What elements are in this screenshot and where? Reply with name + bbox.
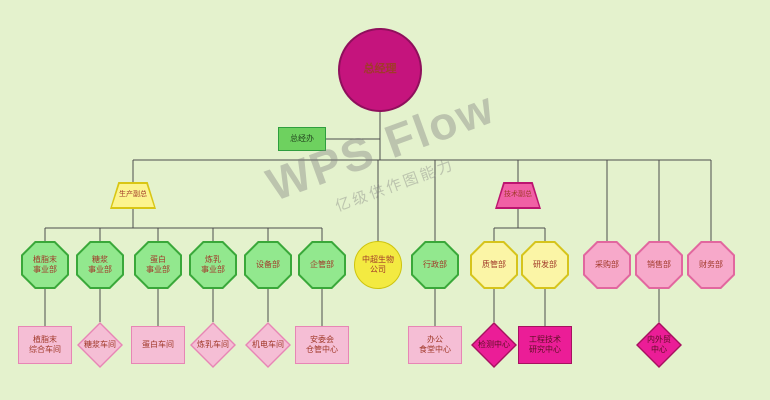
- node-label: 工程技术 研究中心: [529, 335, 561, 354]
- node-creamer-workshop[interactable]: 植脂末 综合车间: [18, 326, 72, 364]
- node-rnd-dept[interactable]: 研发部: [521, 241, 569, 289]
- node-protein-division[interactable]: 蛋白 事业部: [134, 241, 182, 289]
- node-label: 销售部: [647, 260, 671, 270]
- node-sales-dept[interactable]: 销售部: [635, 241, 683, 289]
- node-creamer-division[interactable]: 植脂末 事业部: [21, 241, 69, 289]
- node-label: 内外贸 中心: [647, 335, 671, 354]
- octagon-inner: 研发部: [523, 243, 567, 287]
- octagon-inner: 蛋白 事业部: [136, 243, 180, 287]
- node-label: 研发部: [533, 260, 557, 270]
- node-management-dept[interactable]: 企管部: [298, 241, 346, 289]
- node-label: 总经理: [363, 63, 397, 76]
- node-label: 生产副总: [119, 191, 147, 199]
- octagon-inner: 糖浆 事业部: [78, 243, 122, 287]
- node-label: 采购部: [595, 260, 619, 270]
- node-label: 设备部: [256, 260, 280, 270]
- node-syrup-division[interactable]: 糖浆 事业部: [76, 241, 124, 289]
- fan-inner: 生产副总: [112, 184, 154, 207]
- node-zhongchao-bio-company[interactable]: 中超生物 公司: [354, 241, 402, 289]
- node-label: 蛋白 事业部: [146, 255, 170, 274]
- node-protein-workshop[interactable]: 蛋白车间: [131, 326, 185, 364]
- node-label: 植脂末 事业部: [33, 255, 57, 274]
- node-tech-vp[interactable]: 技术副总: [495, 182, 541, 209]
- node-general-manager[interactable]: 总经理: [338, 28, 422, 112]
- octagon-inner: 行政部: [413, 243, 457, 287]
- node-label: 蛋白车间: [142, 340, 174, 350]
- node-production-vp[interactable]: 生产副总: [110, 182, 156, 209]
- node-label: 炼乳 事业部: [201, 255, 225, 274]
- octagon-inner: 采购部: [585, 243, 629, 287]
- node-label: 安委会 仓管中心: [306, 335, 338, 354]
- node-label: 检测中心: [478, 340, 510, 350]
- octagon-inner: 炼乳 事业部: [191, 243, 235, 287]
- fan-inner: 技术副总: [497, 184, 539, 207]
- node-office-canteen-center[interactable]: 办公 食堂中心: [408, 326, 462, 364]
- node-label: 企管部: [310, 260, 334, 270]
- node-ceo-office[interactable]: 总经办: [278, 127, 326, 151]
- node-label: 植脂末 综合车间: [29, 335, 61, 354]
- octagon-inner: 质管部: [472, 243, 516, 287]
- node-purchasing-dept[interactable]: 采购部: [583, 241, 631, 289]
- node-label: 糖浆 事业部: [88, 255, 112, 274]
- node-label: 办公 食堂中心: [419, 335, 451, 354]
- node-admin-dept[interactable]: 行政部: [411, 241, 459, 289]
- node-label: 财务部: [699, 260, 723, 270]
- node-label: 总经办: [290, 134, 314, 144]
- octagon-inner: 财务部: [689, 243, 733, 287]
- node-equipment-dept[interactable]: 设备部: [244, 241, 292, 289]
- node-label: 炼乳车间: [197, 340, 229, 350]
- node-finance-dept[interactable]: 财务部: [687, 241, 735, 289]
- node-label: 机电车间: [252, 340, 284, 350]
- node-quality-dept[interactable]: 质管部: [470, 241, 518, 289]
- octagon-inner: 植脂末 事业部: [23, 243, 67, 287]
- node-label: 行政部: [423, 260, 447, 270]
- octagon-inner: 设备部: [246, 243, 290, 287]
- node-safety-warehouse-center[interactable]: 安委会 仓管中心: [295, 326, 349, 364]
- node-condensed-milk-division[interactable]: 炼乳 事业部: [189, 241, 237, 289]
- octagon-inner: 销售部: [637, 243, 681, 287]
- node-label: 糖浆车间: [84, 340, 116, 350]
- octagon-inner: 企管部: [300, 243, 344, 287]
- node-label: 质管部: [482, 260, 506, 270]
- node-label: 中超生物 公司: [362, 255, 394, 274]
- node-label: 技术副总: [504, 191, 532, 199]
- node-engineering-research-center[interactable]: 工程技术 研究中心: [518, 326, 572, 364]
